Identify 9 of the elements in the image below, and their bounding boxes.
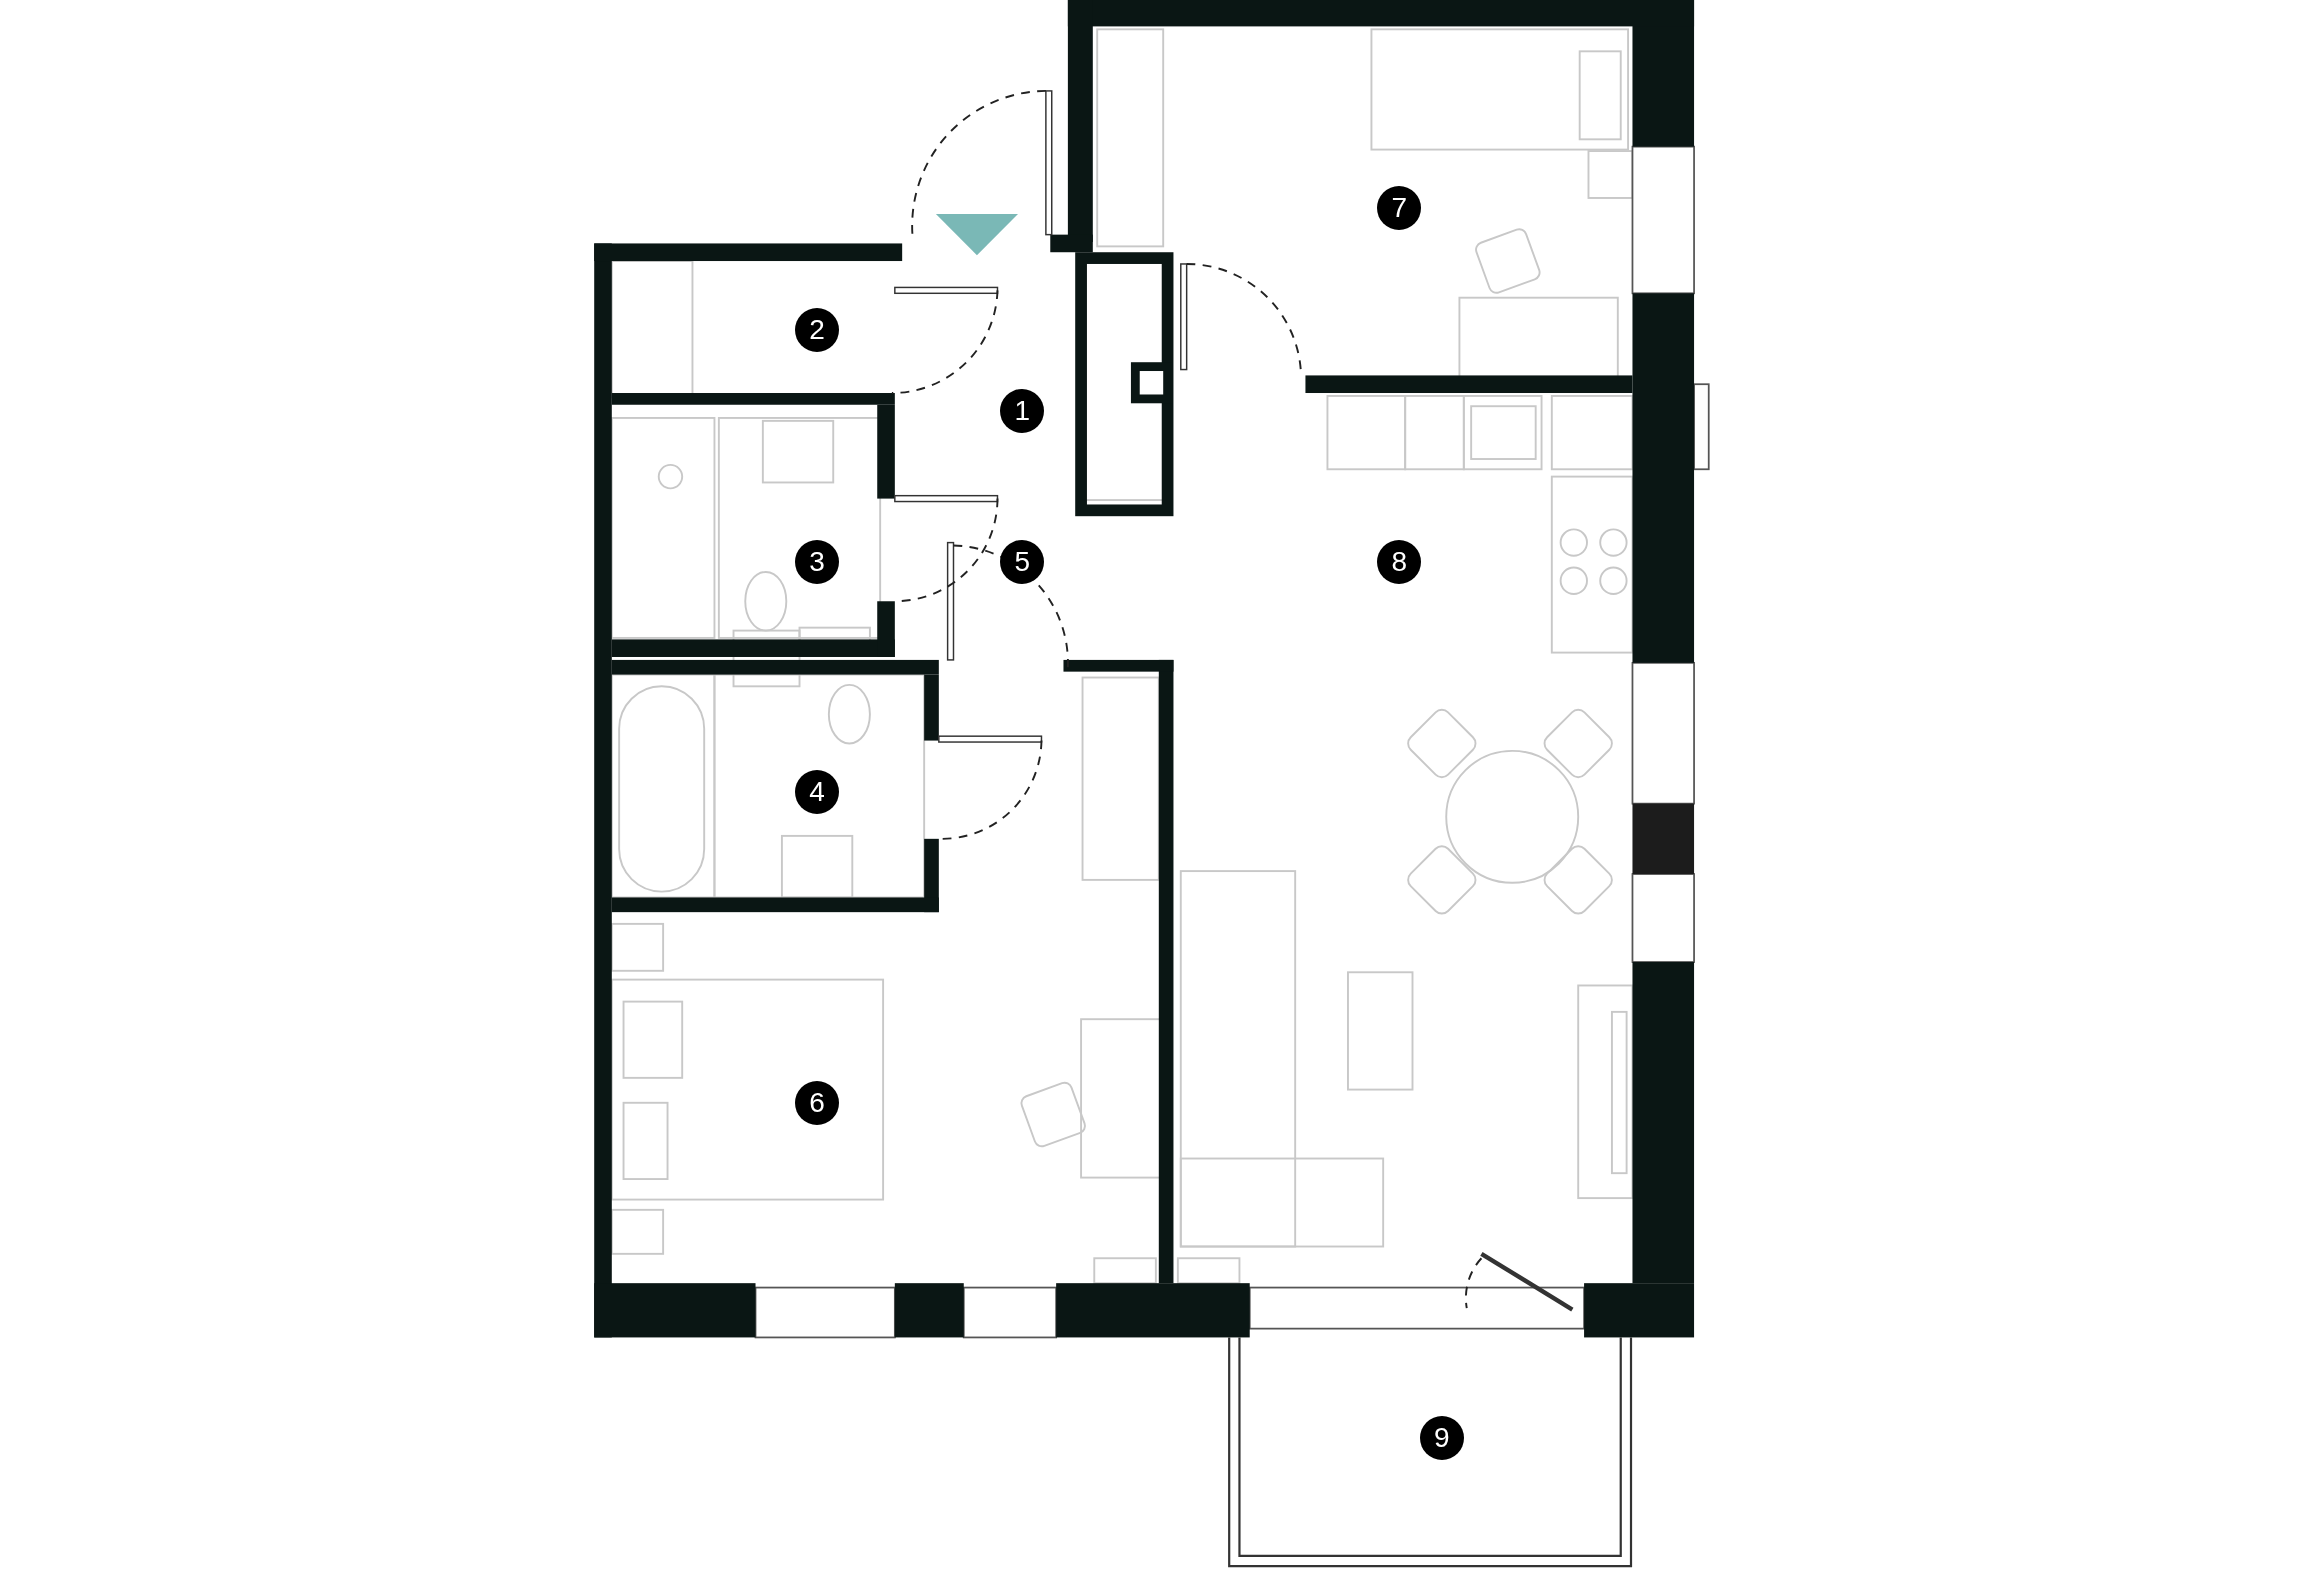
- callout-number: 7: [1377, 186, 1422, 231]
- callout-number: 4: [795, 770, 839, 815]
- callout-number: 3: [795, 539, 839, 584]
- callout-number: 2: [795, 308, 839, 353]
- callout-number: 5: [1000, 539, 1045, 584]
- callout-number: 6: [795, 1081, 839, 1126]
- callout-number: 1: [1000, 388, 1045, 433]
- callout-number: 9: [1419, 1415, 1464, 1460]
- callout-number: 8: [1377, 539, 1422, 584]
